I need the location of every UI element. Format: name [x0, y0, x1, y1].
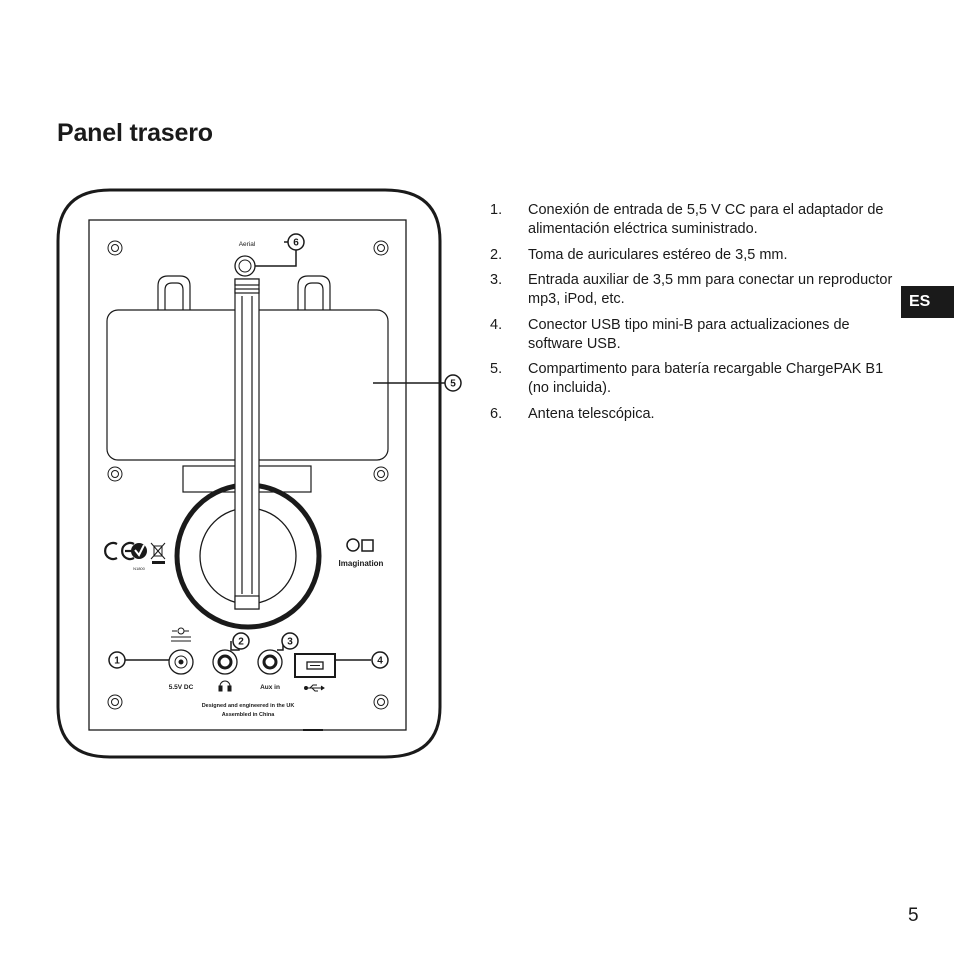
brand-name: Imagination — [339, 559, 384, 568]
weee-bin-icon — [150, 542, 166, 560]
callout-2: 2 — [232, 632, 250, 650]
svg-text:2: 2 — [238, 637, 244, 648]
dc-polarity-icon — [171, 627, 191, 642]
usb-icon — [304, 684, 325, 692]
headphone-jack — [212, 649, 238, 675]
aux-label: Aux in — [260, 684, 280, 691]
designed-label: Designed and engineered in the UK — [202, 703, 295, 709]
callout-1: 1 — [108, 651, 126, 669]
callout-5-badge: 5 — [444, 374, 462, 392]
aux-in-jack — [257, 649, 283, 675]
screw-icon — [107, 240, 389, 710]
usb-port — [294, 653, 336, 678]
radio-outline — [56, 188, 442, 759]
antenna — [234, 278, 260, 610]
list-item: 5.Compartimento para batería recargable … — [490, 361, 884, 396]
list-item: 6.Antena telescópica. — [490, 405, 655, 422]
dc-jack — [168, 649, 194, 675]
list-item: 3.Entrada auxiliar de 3,5 mm para conect… — [490, 272, 893, 307]
list-item: 2.Toma de auriculares estéreo de 3,5 mm. — [490, 246, 788, 263]
svg-text:3: 3 — [287, 637, 293, 648]
callout-4: 4 — [371, 651, 389, 669]
list-item: 4.Conector USB tipo mini-B para actualiz… — [490, 316, 850, 352]
svg-text:4: 4 — [377, 656, 383, 667]
headphones-icon — [218, 680, 232, 692]
aerial-connector — [234, 255, 256, 277]
ctick-mark-icon — [131, 543, 147, 559]
brand-logo — [346, 538, 374, 552]
callout-6: 6 — [287, 233, 305, 251]
aerial-label: Aerial — [239, 241, 256, 248]
parts-list: 1.Conexión de entrada de 5,5 V CC para e… — [490, 201, 900, 430]
assembled-label: Assembled in China — [222, 712, 276, 718]
svg-text:1: 1 — [114, 656, 120, 667]
rear-panel — [88, 219, 407, 731]
battery-clip-icon — [157, 275, 331, 311]
callout-3: 3 — [281, 632, 299, 650]
rear-panel-diagram: Aerial N1800 Imagination — [56, 188, 445, 759]
svg-text:5: 5 — [450, 379, 456, 390]
list-item: 1.Conexión de entrada de 5,5 V CC para e… — [490, 202, 884, 237]
dc-label: 5.5V DC — [169, 684, 194, 691]
ce-mark-icon — [104, 541, 135, 561]
page-title: Panel trasero — [57, 119, 213, 147]
svg-text:6: 6 — [293, 238, 299, 249]
page-number: 5 — [908, 905, 919, 926]
language-tab: ES — [901, 286, 954, 318]
cert-code: N1800 — [133, 566, 146, 571]
